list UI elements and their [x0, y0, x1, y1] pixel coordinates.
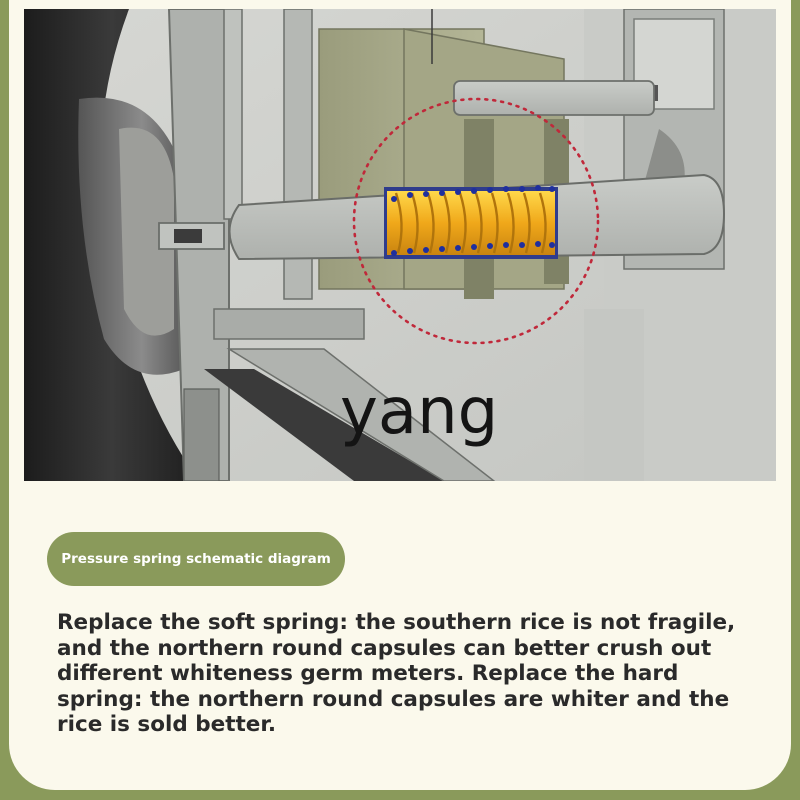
caption-pill: Pressure spring schematic diagram	[47, 532, 345, 586]
description-text: Replace the soft spring: the southern ri…	[57, 610, 736, 737]
spring-diagram-image: yang	[24, 9, 776, 481]
caption-label: Pressure spring schematic diagram	[61, 551, 331, 567]
content-card: yang Pressure spring schematic diagram R…	[9, 0, 791, 790]
pressure-spring-illustration	[24, 9, 776, 481]
watermark-text: yang	[340, 375, 499, 449]
